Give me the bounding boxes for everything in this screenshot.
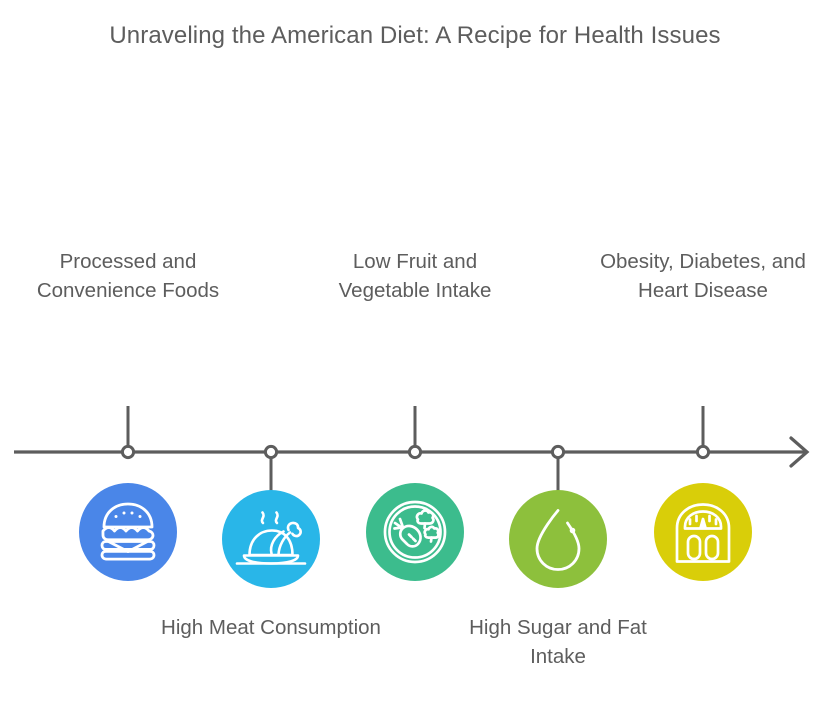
timeline-node-label-health-outcomes: Obesity, Diabetes, and Heart Disease: [600, 250, 806, 302]
timeline-marker-sugar-fat[interactable]: [550, 444, 566, 460]
timeline-marker-processed-foods[interactable]: [120, 444, 136, 460]
weight-scale-icon: [675, 503, 731, 563]
timeline-node-processed-foods[interactable]: Processed and Convenience Foods: [18, 178, 238, 581]
icon-badge-high-meat[interactable]: [222, 490, 320, 588]
icon-badge-processed-foods[interactable]: [79, 483, 177, 581]
timeline-node-sugar-fat[interactable]: High Sugar and Fat Intake: [448, 490, 668, 688]
page-title: Unraveling the American Diet: A Recipe f…: [109, 22, 721, 49]
burger-icon: [100, 502, 156, 561]
timeline-marker-health-outcomes[interactable]: [695, 444, 711, 460]
droplet-icon: [535, 509, 581, 571]
right-arrow-icon: [789, 436, 810, 468]
timeline-marker-high-meat[interactable]: [263, 444, 279, 460]
roast-turkey-icon: [235, 511, 307, 565]
vegetable-plate-icon: [383, 500, 447, 564]
timeline-node-label-low-produce: Low Fruit and Vegetable Intake: [338, 250, 492, 302]
timeline-node-high-meat[interactable]: High Meat Consumption: [161, 490, 381, 688]
timeline-node-label-processed-foods: Processed and Convenience Foods: [36, 250, 220, 302]
timeline-node-label-sugar-fat: High Sugar and Fat Intake: [469, 616, 647, 668]
icon-badge-low-produce[interactable]: [366, 483, 464, 581]
timeline-node-label-high-meat: High Meat Consumption: [161, 616, 381, 639]
icon-badge-health-outcomes[interactable]: [654, 483, 752, 581]
icon-badge-sugar-fat[interactable]: [509, 490, 607, 588]
timeline-node-health-outcomes[interactable]: Obesity, Diabetes, and Heart Disease: [593, 178, 813, 581]
timeline-marker-low-produce[interactable]: [407, 444, 423, 460]
timeline-node-low-produce[interactable]: Low Fruit and Vegetable Intake: [305, 178, 525, 581]
